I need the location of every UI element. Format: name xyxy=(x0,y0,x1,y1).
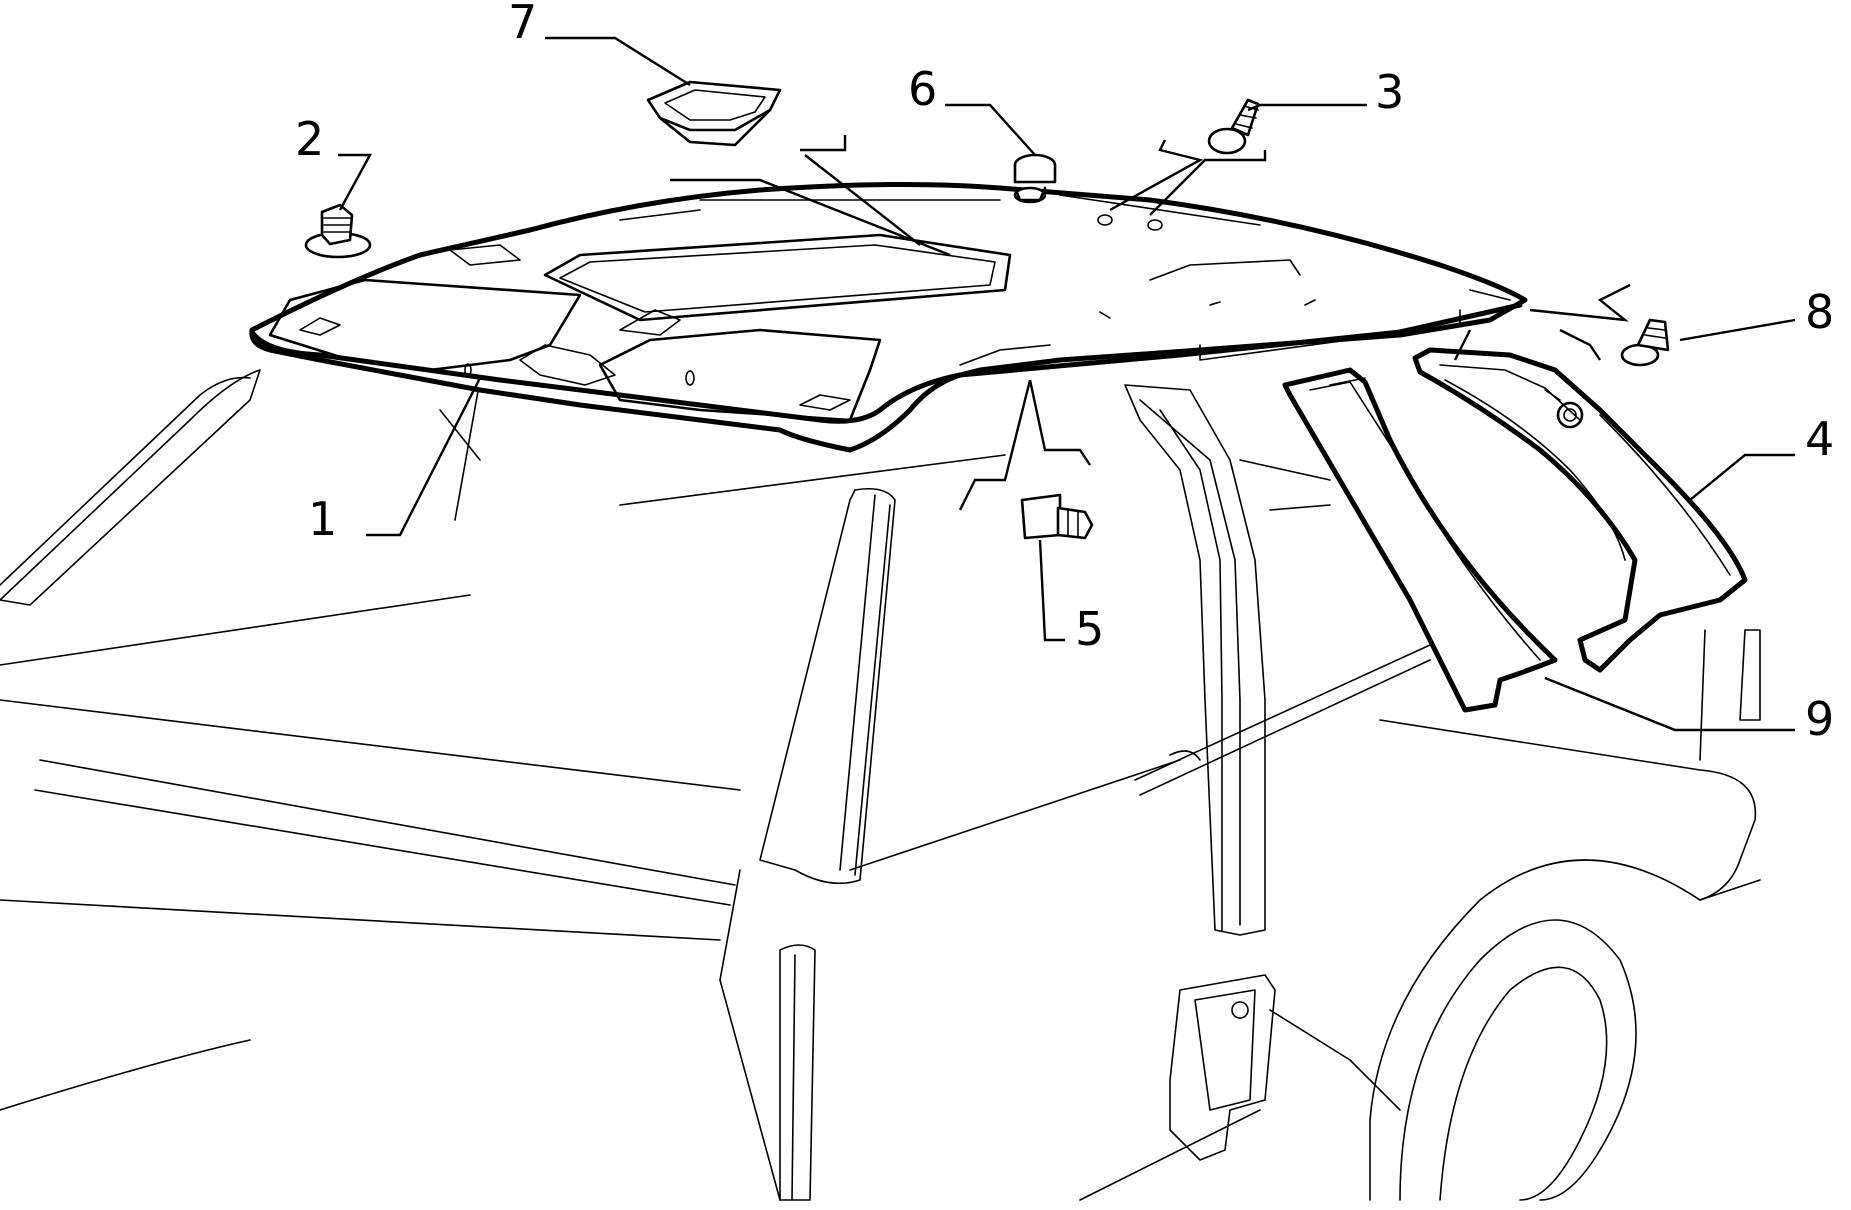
label-part-1: 1 xyxy=(308,492,337,546)
leader-lines xyxy=(338,36,1796,732)
label-part-6: 6 xyxy=(908,62,937,116)
label-part-5: 5 xyxy=(1075,602,1104,656)
label-part-3: 3 xyxy=(1375,65,1404,119)
car-body xyxy=(0,369,1761,1201)
part-2-screw xyxy=(304,203,372,259)
label-part-2: 2 xyxy=(295,112,324,166)
part-4-rear-pillar-panel xyxy=(1412,347,1748,673)
part-6-clip xyxy=(1013,153,1057,204)
label-part-7: 7 xyxy=(508,0,537,49)
part-9-pillar-trim xyxy=(1282,367,1558,713)
label-part-8: 8 xyxy=(1805,285,1834,339)
label-part-9: 9 xyxy=(1805,692,1834,746)
headliner xyxy=(249,181,1528,453)
part-labels: 1 2 3 4 5 6 7 8 9 xyxy=(295,0,1834,746)
part-7-roof-light xyxy=(646,80,782,147)
label-part-4: 4 xyxy=(1805,412,1834,466)
part-8-screw xyxy=(1620,318,1670,367)
part-5-clip xyxy=(1020,493,1094,540)
